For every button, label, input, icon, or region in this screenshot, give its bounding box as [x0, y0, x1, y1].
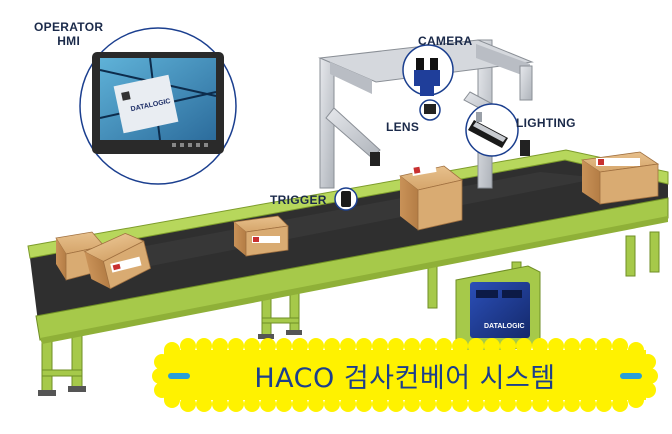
conveyor-feet	[38, 330, 302, 396]
lighting-callout	[465, 103, 519, 157]
vision-controller: DATALOGIC	[455, 265, 541, 359]
box-2	[83, 232, 151, 290]
camera-label: CAMERA	[418, 34, 473, 48]
title-banner: HACO 검사컨베어 시스템	[156, 344, 654, 406]
belt-highlight	[60, 172, 600, 272]
operator-hmi-label-line1: OPERATOR	[34, 20, 104, 34]
trigger-callout	[334, 187, 358, 211]
conveyor-frame-near-lower	[40, 216, 668, 344]
camera-callout	[402, 44, 454, 96]
title-banner-shape	[152, 338, 658, 412]
title-banner-text: HACO 검사컨베어 시스템	[254, 362, 556, 394]
hmi-callout: DATALOGIC	[79, 27, 237, 185]
box-3	[233, 215, 289, 257]
lens-label: LENS	[386, 120, 420, 134]
conveyor-belt	[30, 160, 668, 322]
trigger-label: TRIGGER	[270, 193, 327, 207]
operator-hmi-label: OPERATOR HMI	[34, 20, 103, 48]
operator-hmi-label-line2: HMI	[57, 34, 81, 48]
lens-callout	[419, 99, 441, 121]
box-4	[399, 163, 463, 231]
box-5	[580, 151, 660, 205]
controller-brand: DATALOGIC	[484, 323, 525, 330]
lighting-label: LIGHTING	[516, 116, 576, 130]
